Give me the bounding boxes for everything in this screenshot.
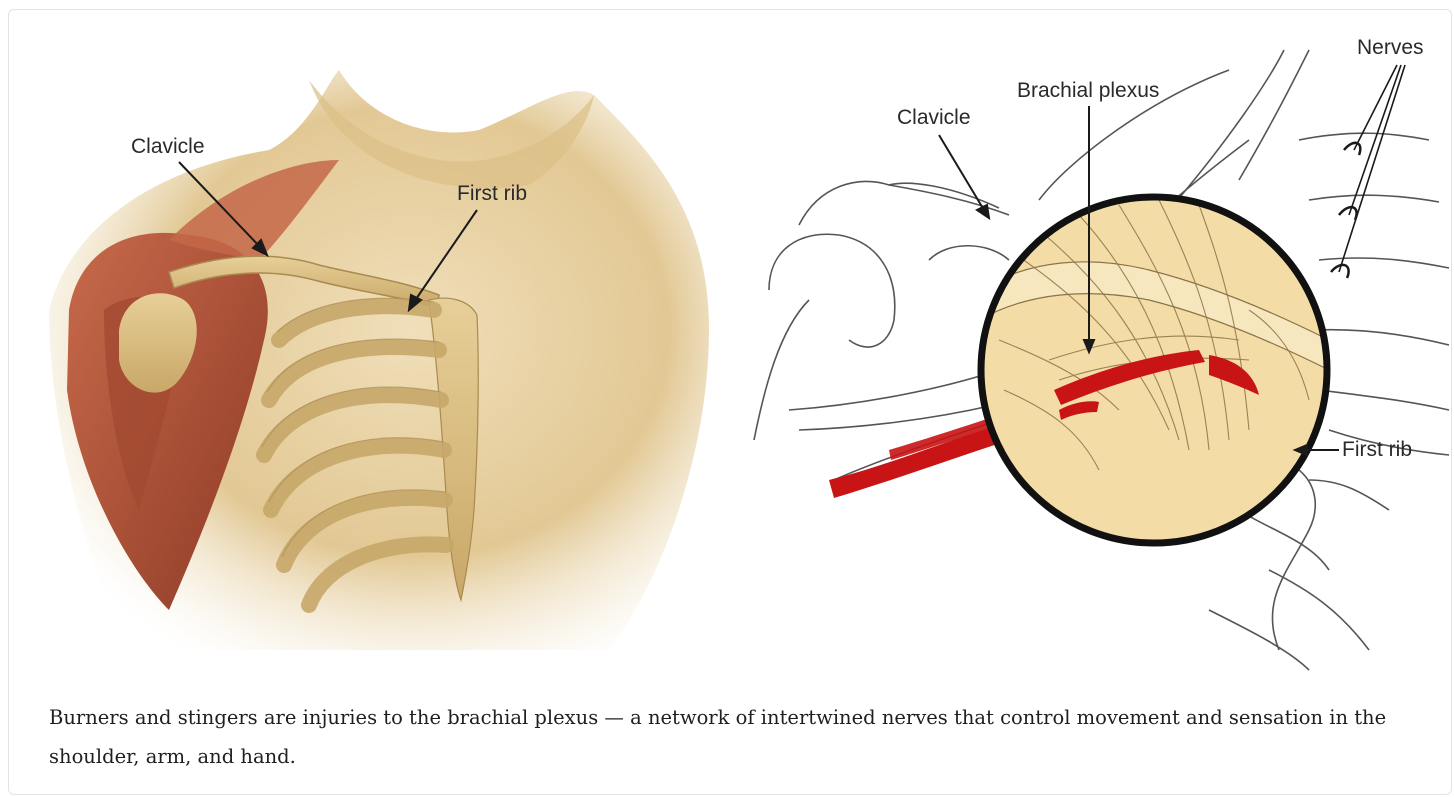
magnifier-lens <box>979 197 1329 543</box>
artery-segment <box>829 425 1004 498</box>
pointer-clavicle-right <box>939 135 984 210</box>
right-anatomy-panel: Clavicle Brachial plexus Nerves First ri… <box>754 36 1449 670</box>
label-brachial-plexus: Brachial plexus <box>1017 79 1159 102</box>
left-anatomy-panel: Clavicle First rib <box>49 70 709 650</box>
nerves-pointers <box>1339 65 1405 272</box>
label-clavicle-left: Clavicle <box>131 135 205 158</box>
arrowhead-icon <box>977 205 989 218</box>
figure-caption: Burners and stingers are injuries to the… <box>49 698 1429 776</box>
label-nerves: Nerves <box>1357 36 1424 59</box>
anatomy-illustration: Clavicle First rib <box>9 10 1452 675</box>
anatomy-illustration-svg: Clavicle First rib <box>9 10 1452 675</box>
label-first-rib-right: First rib <box>1342 438 1412 461</box>
label-clavicle-right: Clavicle <box>897 106 971 129</box>
pointer-nerves <box>1349 65 1401 215</box>
article-figure-card: Clavicle First rib <box>8 9 1452 795</box>
label-first-rib-left: First rib <box>457 182 527 205</box>
pointer-nerves <box>1339 65 1405 272</box>
